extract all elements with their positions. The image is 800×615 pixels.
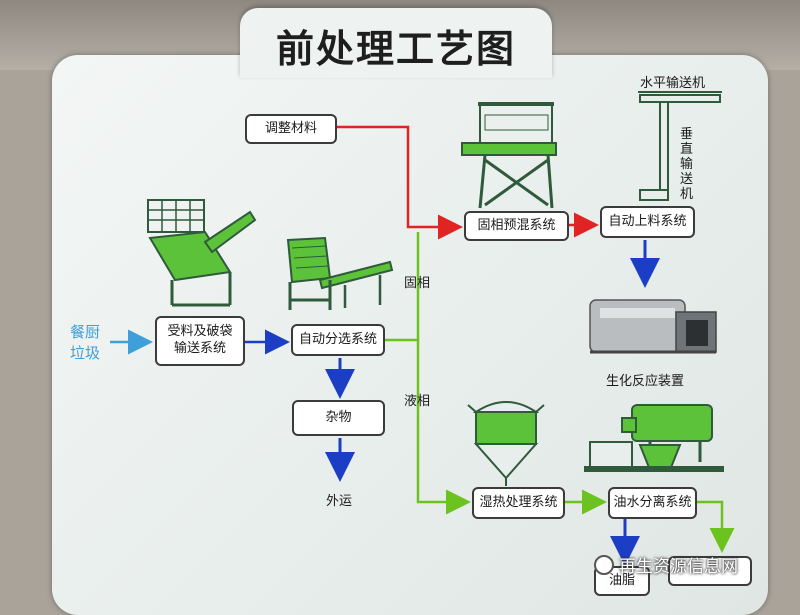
node-receive-crush: 受料及破袋 输送系统 xyxy=(155,316,245,366)
receiving-crusher-illustration xyxy=(147,199,257,307)
oil-water-separator-illustration xyxy=(584,404,724,472)
label-export: 外运 xyxy=(326,494,353,509)
premix-machine-illustration xyxy=(461,102,557,209)
wechat-icon xyxy=(594,554,614,575)
wet-heat-tank-illustration xyxy=(467,401,545,486)
label-bio-reactor: 生化反应装置 xyxy=(606,374,685,389)
node-oil-water: 油水分离系统 xyxy=(608,487,697,519)
node-auto-feed: 自动上料系统 xyxy=(600,206,695,238)
label-horizontal-conveyor: 水平输送机 xyxy=(640,76,706,91)
node-debris: 杂物 xyxy=(292,400,385,436)
conveyor-illustration xyxy=(638,91,722,201)
watermark-text: 再生资源信息网 xyxy=(619,557,738,577)
arrow-oilwater-to-output xyxy=(697,500,735,553)
label-kitchen-waste: 餐厨 垃圾 xyxy=(70,323,101,362)
node-adjust-material: 调整材料 xyxy=(245,114,337,144)
label-solid-phase: 固相 xyxy=(404,276,431,291)
arrow-adjust-to-premix xyxy=(337,125,463,240)
process-diagram xyxy=(110,91,735,566)
page-title: 前处理工艺图 xyxy=(275,27,516,71)
node-auto-sort: 自动分选系统 xyxy=(291,324,385,356)
node-wet-heat: 湿热处理系统 xyxy=(472,487,565,519)
bio-reactor-illustration xyxy=(589,299,717,354)
node-output-box xyxy=(668,556,752,586)
sorting-machine-illustration xyxy=(286,236,394,310)
node-solid-premix: 固相预混系统 xyxy=(464,211,569,241)
arrow-liquid-to-wetheat xyxy=(416,340,471,515)
label-liquid-phase: 液相 xyxy=(404,394,431,409)
node-grease: 油脂 xyxy=(594,566,650,596)
label-vertical-conveyor: 垂直输送机 xyxy=(680,127,694,202)
title-tab xyxy=(240,8,552,78)
watermark: 再生资源信息网 xyxy=(594,552,738,577)
